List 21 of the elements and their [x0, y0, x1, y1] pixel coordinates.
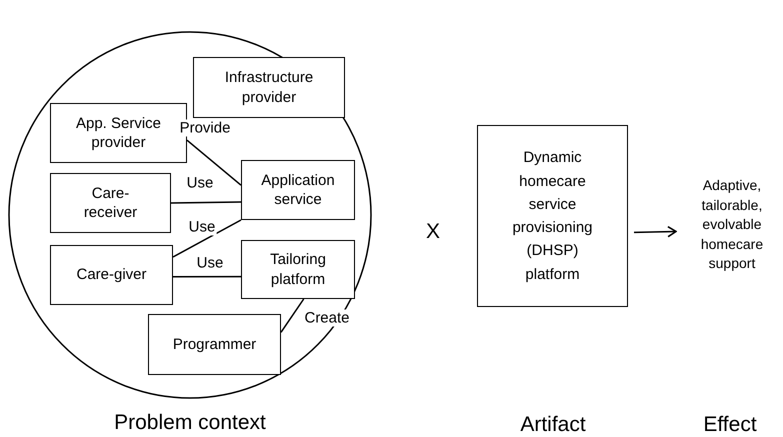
cross-symbol: X	[426, 220, 440, 244]
column-heading: Artifact	[520, 413, 586, 437]
connector-line	[172, 219, 242, 258]
process-box: Infrastructure provider	[193, 57, 345, 118]
process-box: Care-giver	[50, 245, 173, 305]
process-box: Application service	[241, 160, 355, 220]
connector-line	[280, 298, 304, 333]
connector-line	[186, 140, 242, 186]
arrow	[634, 226, 677, 238]
column-heading: Effect	[703, 413, 757, 437]
circle-title: Problem context	[113, 411, 267, 435]
process-box: Care-receiver	[50, 173, 171, 233]
edge-label: Use	[188, 218, 216, 236]
process-box: Programmer	[148, 314, 281, 375]
connector-line	[170, 201, 242, 204]
process-box: Dynamic homecare service provisioning (DHSP) platform	[477, 125, 628, 307]
connector-line	[173, 276, 241, 278]
process-box: Tailoring platform	[241, 240, 355, 299]
edge-label: Provide	[178, 120, 232, 136]
outcome-text: Adaptive, tailorable, evolvable homecare support	[682, 160, 782, 290]
edge-label: Create	[303, 310, 351, 326]
